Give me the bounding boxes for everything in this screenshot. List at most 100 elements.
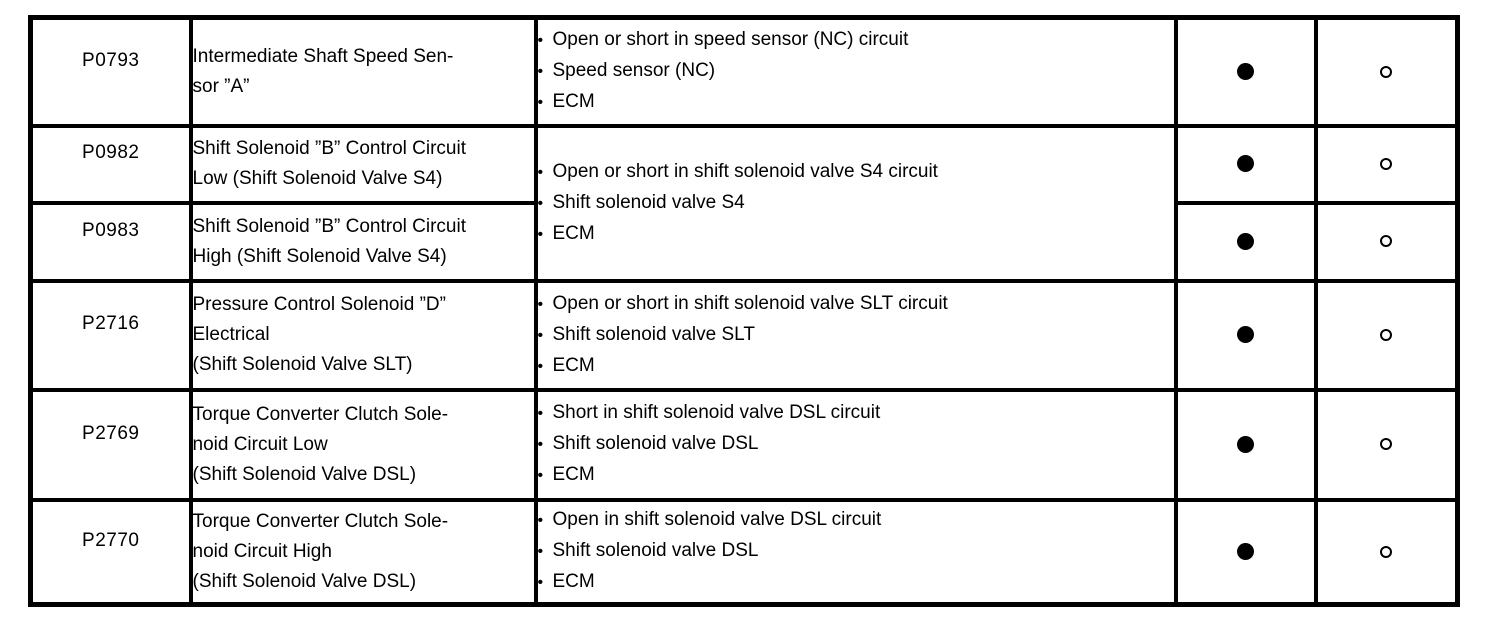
trouble-area-text: ECM: [552, 354, 595, 376]
indicator-cell-left: [1173, 497, 1318, 607]
indicator-cell-left: [1173, 200, 1318, 283]
dtc-description-cell: Shift Solenoid ”B” Control Circuit Low (…: [188, 123, 538, 205]
dtc-code-cell: P2770: [28, 497, 193, 607]
filled-circle-icon: [1237, 232, 1254, 250]
trouble-area-item: • Shift solenoid valve S4: [537, 188, 1172, 219]
indicator-cell-left: [1173, 387, 1318, 502]
trouble-area-cell: • Open in shift solenoid valve DSL circu…: [533, 497, 1178, 607]
trouble-area-item: • ECM: [537, 351, 1172, 382]
indicator-cell-right: [1313, 15, 1460, 128]
filled-circle-icon: [1237, 326, 1254, 344]
trouble-area-item: • Shift solenoid valve DSL: [537, 536, 1172, 567]
description-line: (Shift Solenoid Valve DSL): [192, 463, 417, 485]
dtc-code-cell: P0982: [28, 123, 193, 205]
dtc-code: P0983: [82, 219, 140, 241]
bullet-icon: •: [537, 512, 544, 530]
trouble-area-item: • Short in shift solenoid valve DSL circ…: [537, 398, 1172, 429]
trouble-area-item: • ECM: [537, 567, 1172, 598]
dtc-code-cell: P0983: [28, 200, 193, 283]
indicator-cell-right: [1313, 387, 1460, 502]
trouble-area-text: Shift solenoid valve SLT: [552, 323, 755, 345]
trouble-area-text: Open in shift solenoid valve DSL circuit: [552, 509, 882, 531]
dtc-description-cell: Torque Converter Clutch Sole- noid Circu…: [188, 497, 538, 607]
indicator-cell-right: [1313, 123, 1460, 205]
description-line: (Shift Solenoid Valve SLT): [192, 354, 413, 375]
dtc-description-cell: Pressure Control Solenoid ”D” Electrical…: [188, 278, 538, 392]
dtc-description-cell: Intermediate Shaft Speed Sen- sor ”A”: [188, 15, 538, 128]
trouble-area-cell: • Open or short in speed sensor (NC) cir…: [533, 15, 1178, 128]
bullet-icon: •: [537, 194, 544, 212]
trouble-area-item: • ECM: [537, 460, 1172, 491]
filled-circle-icon: [1237, 543, 1254, 561]
open-circle-icon: [1380, 235, 1393, 248]
trouble-area-text: Open or short in shift solenoid valve SL…: [552, 292, 948, 314]
bullet-icon: •: [537, 326, 544, 344]
bullet-icon: •: [537, 357, 544, 375]
description-line: (Shift Solenoid Valve DSL): [192, 570, 417, 592]
bullet-icon: •: [537, 405, 544, 422]
bullet-icon: •: [537, 467, 544, 484]
indicator-cell-right: [1313, 278, 1460, 392]
description-line: noid Circuit High: [192, 540, 332, 562]
bullet-icon: •: [537, 436, 544, 453]
description-line: noid Circuit Low: [192, 433, 328, 455]
trouble-area-text: Open or short in shift solenoid valve S4…: [552, 160, 938, 182]
dtc-description-cell: Shift Solenoid ”B” Control Circuit High …: [188, 200, 538, 283]
description-line: Intermediate Shaft Speed Sen-: [192, 45, 454, 67]
bullet-icon: •: [537, 574, 544, 592]
open-circle-icon: [1380, 438, 1393, 451]
indicator-cell-right: [1313, 200, 1460, 283]
filled-circle-icon: [1237, 63, 1254, 81]
bullet-icon: •: [537, 225, 544, 243]
trouble-area-text: Shift solenoid valve DSL: [552, 433, 759, 454]
table-row: P0793 Intermediate Shaft Speed Sen- sor …: [28, 15, 1460, 128]
trouble-area-item: • Shift solenoid valve SLT: [537, 320, 1172, 351]
dtc-code: P2769: [82, 422, 140, 444]
trouble-area-text: ECM: [552, 222, 595, 244]
trouble-area-text: Shift solenoid valve S4: [552, 191, 745, 213]
trouble-area-text: Speed sensor (NC): [552, 60, 716, 82]
open-circle-icon: [1380, 157, 1393, 170]
dtc-code-cell: P2716: [28, 278, 193, 392]
bullet-icon: •: [537, 543, 544, 561]
open-circle-icon: [1380, 328, 1393, 341]
trouble-area-item: • Shift solenoid valve DSL: [537, 429, 1172, 460]
trouble-area-item: • Speed sensor (NC): [537, 56, 1172, 87]
table-row: P0983 Shift Solenoid ”B” Control Circuit…: [28, 200, 1460, 283]
description-line: Torque Converter Clutch Sole-: [192, 403, 449, 425]
trouble-area-text: ECM: [552, 464, 595, 485]
trouble-area-text: Short in shift solenoid valve DSL circui…: [552, 402, 881, 423]
bullet-icon: •: [537, 63, 544, 81]
open-circle-icon: [1380, 65, 1393, 78]
dtc-code: P0982: [82, 142, 140, 163]
filled-circle-icon: [1237, 155, 1254, 173]
description-line: Shift Solenoid ”B” Control Circuit: [192, 138, 467, 159]
bullet-icon: •: [537, 163, 544, 181]
description-line: Electrical: [192, 324, 270, 345]
dtc-code-cell: P0793: [28, 15, 193, 128]
description-line: High (Shift Solenoid Valve S4): [192, 245, 447, 267]
dtc-code: P0793: [82, 49, 140, 71]
trouble-area-item: • Open or short in shift solenoid valve …: [537, 157, 1172, 188]
dtc-code-cell: P2769: [28, 387, 193, 502]
trouble-area-text: Open or short in speed sensor (NC) circu…: [552, 29, 909, 51]
trouble-area-item: • Open or short in speed sensor (NC) cir…: [540, 25, 1172, 56]
description-line: Low (Shift Solenoid Valve S4): [192, 168, 443, 189]
table-row: P2770 Torque Converter Clutch Sole- noid…: [28, 497, 1460, 607]
trouble-area-item: • ECM: [537, 87, 1172, 118]
indicator-cell-left: [1173, 278, 1318, 392]
trouble-area-item: • ECM: [537, 219, 1172, 250]
indicator-cell-left: [1173, 123, 1318, 205]
description-line: Pressure Control Solenoid ”D”: [192, 294, 446, 315]
trouble-area-text: ECM: [552, 91, 595, 113]
description-line: sor ”A”: [192, 75, 250, 97]
description-line: Torque Converter Clutch Sole-: [192, 510, 449, 532]
indicator-cell-right: [1313, 497, 1460, 607]
trouble-area-item: • Open in shift solenoid valve DSL circu…: [537, 505, 1172, 536]
description-line: Shift Solenoid ”B” Control Circuit: [192, 215, 467, 237]
bullet-icon: •: [537, 94, 544, 112]
trouble-area-cell-merged: • Open or short in shift solenoid valve …: [533, 123, 1178, 283]
table-row: P0982 Shift Solenoid ”B” Control Circuit…: [28, 123, 1460, 283]
filled-circle-icon: [1237, 435, 1254, 453]
